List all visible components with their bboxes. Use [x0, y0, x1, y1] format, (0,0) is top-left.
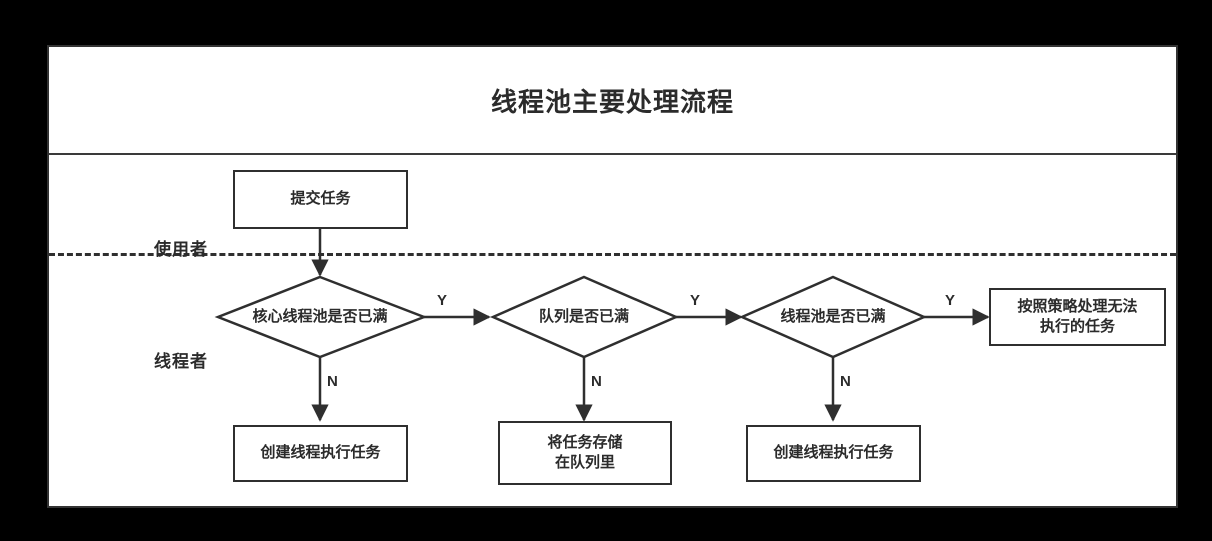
node-submit-task[interactable]: 提交任务 [233, 170, 408, 229]
node-reject-policy[interactable]: 按照策略处理无法 执行的任务 [989, 288, 1166, 346]
node-create-thread-2[interactable]: 创建线程执行任务 [746, 425, 921, 482]
edge-label-queue-no: N [591, 373, 602, 390]
page-title: 线程池主要处理流程 [490, 86, 734, 117]
node-create-thread-1-label: 创建线程执行任务 [260, 444, 381, 462]
node-store-in-queue-line2: 在队列里 [554, 454, 615, 471]
node-core-pool-full-label: 核心线程池是否已满 [252, 307, 388, 325]
lane-label-user: 使用者 [154, 240, 208, 259]
node-reject-policy-label: 按照策略处理无法 执行的任务 [1017, 297, 1137, 338]
node-store-in-queue[interactable]: 将任务存储 在队列里 [498, 421, 672, 485]
edge-label-core-yes: Y [437, 292, 448, 309]
node-core-pool-full[interactable]: 核心线程池是否已满 [198, 300, 442, 334]
node-create-thread-2-label: 创建线程执行任务 [773, 444, 894, 462]
node-store-in-queue-line1: 将任务存储 [547, 433, 623, 451]
title-band: 线程池主要处理流程 [49, 47, 1176, 155]
node-reject-policy-line1: 按照策略处理无法 [1017, 297, 1138, 315]
node-reject-policy-line2: 执行的任务 [1039, 318, 1115, 335]
node-pool-full[interactable]: 线程池是否已满 [743, 300, 923, 334]
lane-label-thread: 线程者 [154, 352, 208, 371]
node-pool-full-label: 线程池是否已满 [780, 307, 886, 325]
edge-label-queue-yes: Y [690, 292, 701, 309]
edge-label-core-no: N [327, 373, 338, 390]
node-submit-task-label: 提交任务 [290, 190, 351, 208]
edge-label-pool-yes: Y [945, 292, 956, 309]
lane-divider-dashed [49, 253, 1176, 256]
node-queue-full[interactable]: 队列是否已满 [494, 300, 674, 334]
node-store-in-queue-label: 将任务存储 在队列里 [547, 433, 622, 474]
node-queue-full-label: 队列是否已满 [538, 307, 629, 325]
edge-label-pool-no: N [840, 373, 851, 390]
node-create-thread-1[interactable]: 创建线程执行任务 [233, 425, 408, 482]
